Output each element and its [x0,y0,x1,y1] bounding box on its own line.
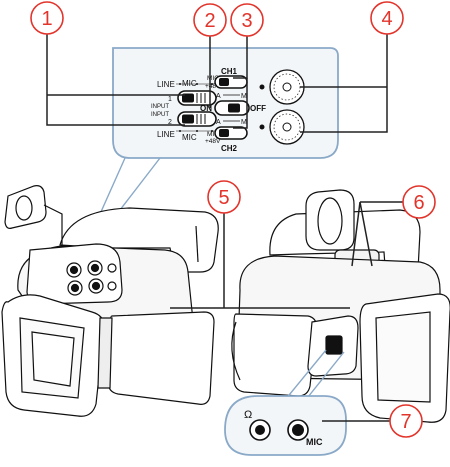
callout-1-label: 1 [41,8,52,30]
input-switch-2 [177,111,217,127]
leader-lines [46,34,403,422]
label-mic48-top-1: MIC [207,75,219,82]
label-mic-top: MIC [182,79,197,88]
callout-4: 4 [370,1,404,35]
callout-4-label: 4 [381,8,392,30]
label-a-top: A [216,93,221,100]
headphone-jack [249,419,271,441]
label-input1-num: 1 [168,96,172,103]
mic-jack [287,419,309,441]
label-on: ON [200,104,212,113]
callout-6: 6 [402,185,436,219]
ch2-mode-switch [214,126,248,140]
selector-ticks-bottom [176,130,216,132]
label-m-bottom: M [241,119,247,126]
callout-2: 2 [193,3,227,37]
jack-pointer [284,349,345,403]
label-mic-jack: MIC [306,437,323,447]
label-input2-num: 2 [168,119,172,126]
label-a-bottom: A [216,119,221,126]
camcorder-front-view [1,185,219,417]
label-m-top: M [241,93,247,100]
label-input1-word: INPUT [151,104,169,110]
ch2-level-dial [259,109,305,145]
callout-5: 5 [207,180,241,214]
label-off: OFF [250,104,266,113]
label-mic48-bottom-2: +48V [205,138,221,145]
power-switch [214,100,250,116]
label-ch1: CH1 [221,67,238,76]
jack-inset: Ω MIC [224,395,347,456]
ch1-mode-switch [214,75,248,89]
callout-3: 3 [230,3,264,37]
camcorder-rear-view [231,189,450,423]
label-line-top: LINE [157,80,175,89]
ch1-level-dial [259,69,305,105]
label-line-bottom: LINE [157,130,175,139]
callout-3-label: 3 [241,10,252,32]
label-mic48-top-2: +48V [205,83,221,90]
label-mic48-bottom-1: MIC [207,131,219,138]
callout-1: 1 [30,1,64,35]
callout-7-label: 7 [400,411,411,433]
label-ch2: CH2 [221,144,238,153]
label-input2-word: INPUT [151,112,169,118]
headphone-icon: Ω [244,409,252,421]
input-switch-1 [177,90,217,106]
label-mic-bottom: MIC [182,133,197,142]
callout-6-label: 6 [413,192,424,214]
callout-2-label: 2 [204,10,215,32]
callout-5-label: 5 [218,187,229,209]
callout-7: 7 [389,404,423,438]
